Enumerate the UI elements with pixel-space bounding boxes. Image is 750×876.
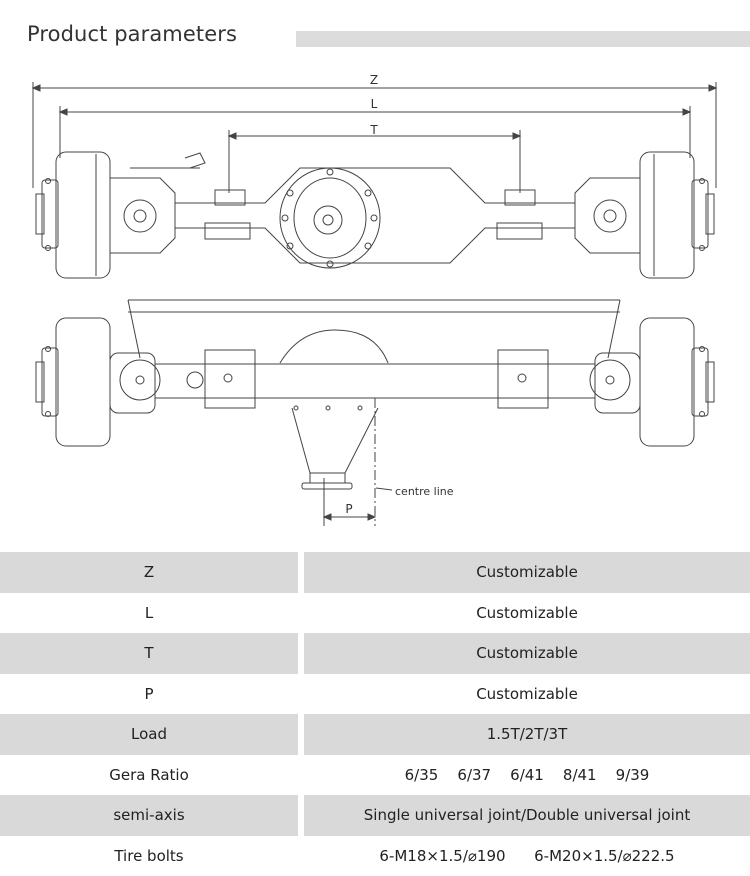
param-cell: P [0,673,298,714]
axle-drawing-svg: Z L T [31,73,718,526]
param-cell: T [0,633,298,674]
table-row: Z Customizable [0,552,750,593]
param-cell: Tire bolts [0,835,298,876]
centre-line-label: centre line [395,485,454,498]
table-row: Tire bolts 6-M18×1.5/⌀190 6-M20×1.5/⌀222… [0,835,750,876]
dimension-z: Z [31,73,718,188]
value-cell: 6-M18×1.5/⌀190 6-M20×1.5/⌀222.5 [304,835,750,876]
page-title: Product parameters [27,22,238,46]
table-row: Load 1.5T/2T/3T [0,714,750,755]
table-row: P Customizable [0,673,750,714]
dimension-z-label: Z [370,73,378,87]
value-cell: 1.5T/2T/3T [304,714,750,755]
axle-technical-drawing: Z L T [0,68,750,538]
value-cell: Customizable [304,592,750,633]
value-cell: Customizable [304,633,750,674]
dimension-t-label: T [369,123,378,137]
dimension-t: T [227,123,522,193]
axle-top-view [35,151,715,279]
param-cell: Load [0,714,298,755]
value-cell: Single universal joint/Double universal … [304,795,750,836]
value-cell: Customizable [304,673,750,714]
title-accent-bar [296,31,750,47]
spec-table: Z Customizable L Customizable T Customiz… [0,552,750,876]
value-cell: 6/35 6/37 6/41 8/41 9/39 [304,754,750,795]
table-row: L Customizable [0,592,750,633]
param-cell: Z [0,552,298,593]
param-cell: semi-axis [0,795,298,836]
table-row: semi-axis Single universal joint/Double … [0,795,750,836]
dimension-p-label: P [345,502,352,516]
dimension-l: L [58,97,692,158]
header: Product parameters [0,0,750,80]
dimension-l-label: L [371,97,378,111]
table-row: Gera Ratio 6/35 6/37 6/41 8/41 9/39 [0,754,750,795]
axle-rear-view: P centre line [35,299,715,526]
param-cell: Gera Ratio [0,754,298,795]
table-row: T Customizable [0,633,750,674]
value-cell: Customizable [304,552,750,593]
param-cell: L [0,592,298,633]
